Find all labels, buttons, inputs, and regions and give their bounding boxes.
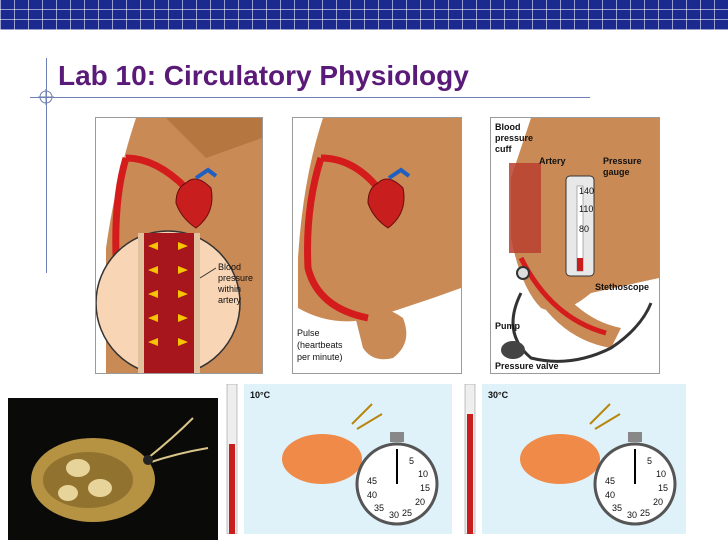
pulse-callout-1: Pulse <box>297 328 320 338</box>
sw2-num-15: 15 <box>658 483 668 493</box>
callout-line-2: pressure <box>218 273 253 283</box>
sw-num-20: 20 <box>415 497 425 507</box>
sw2-num-40: 40 <box>605 490 615 500</box>
cuff-label-2: pressure <box>495 133 533 143</box>
crosshair-icon <box>38 89 54 105</box>
sw-num-15: 15 <box>420 483 430 493</box>
sw2-num-35: 35 <box>612 503 622 513</box>
tick-110: 110 <box>579 204 593 214</box>
callout-line-4: artery <box>218 295 242 305</box>
sw-num-25: 25 <box>402 508 412 518</box>
daphnia-10c-diagram: 10°C 5 10 15 20 25 30 35 40 45 <box>222 384 452 534</box>
pulse-illustration: Pulse (heartbeats per minute) <box>292 117 462 374</box>
sw-num-35: 35 <box>374 503 384 513</box>
slide-title: Lab 10: Circulatory Physiology <box>58 60 469 91</box>
blood-pressure-cuff-illustration: 140 110 80 Blood pressure cuff Artery Pr… <box>490 117 660 374</box>
callout-line-3: within <box>217 284 241 294</box>
stethoscope-label: Stethoscope <box>595 282 649 292</box>
sw-num-45: 45 <box>367 476 377 486</box>
cuff-label-1: Blood <box>495 122 521 132</box>
daphnia-photo <box>8 398 218 540</box>
sw2-num-10: 10 <box>656 469 666 479</box>
sw2-num-30: 30 <box>627 510 637 520</box>
temp-label-10c: 10°C <box>250 390 271 400</box>
header-bar <box>0 0 728 30</box>
sw-num-5: 5 <box>409 456 414 466</box>
sw2-num-20: 20 <box>653 497 663 507</box>
left-margin-line <box>46 58 47 273</box>
callout-line-1: Blood <box>218 262 241 272</box>
sw2-num-25: 25 <box>640 508 650 518</box>
sw-num-40: 40 <box>367 490 377 500</box>
cuff-label-3: cuff <box>495 144 513 154</box>
pump-label: Pump <box>495 321 521 331</box>
pulse-callout-2: (heartbeats <box>297 340 343 350</box>
sw2-num-5: 5 <box>647 456 652 466</box>
temp-label-30c: 30°C <box>488 390 509 400</box>
pulse-callout-3: per minute) <box>297 352 343 362</box>
daphnia-30c-diagram: 30°C 5 10 15 20 25 30 35 40 45 <box>460 384 686 534</box>
blood-pressure-artery-illustration: Blood pressure within artery <box>95 117 263 374</box>
tick-80: 80 <box>579 224 589 234</box>
pressure-valve-label: Pressure valve <box>495 361 559 371</box>
sw2-num-45: 45 <box>605 476 615 486</box>
gauge-label-2: gauge <box>603 167 630 177</box>
tick-140: 140 <box>579 186 594 196</box>
sw-num-30: 30 <box>389 510 399 520</box>
sw-num-10: 10 <box>418 469 428 479</box>
artery-label: Artery <box>539 156 566 166</box>
title-underline <box>30 97 590 98</box>
gauge-label-1: Pressure <box>603 156 642 166</box>
